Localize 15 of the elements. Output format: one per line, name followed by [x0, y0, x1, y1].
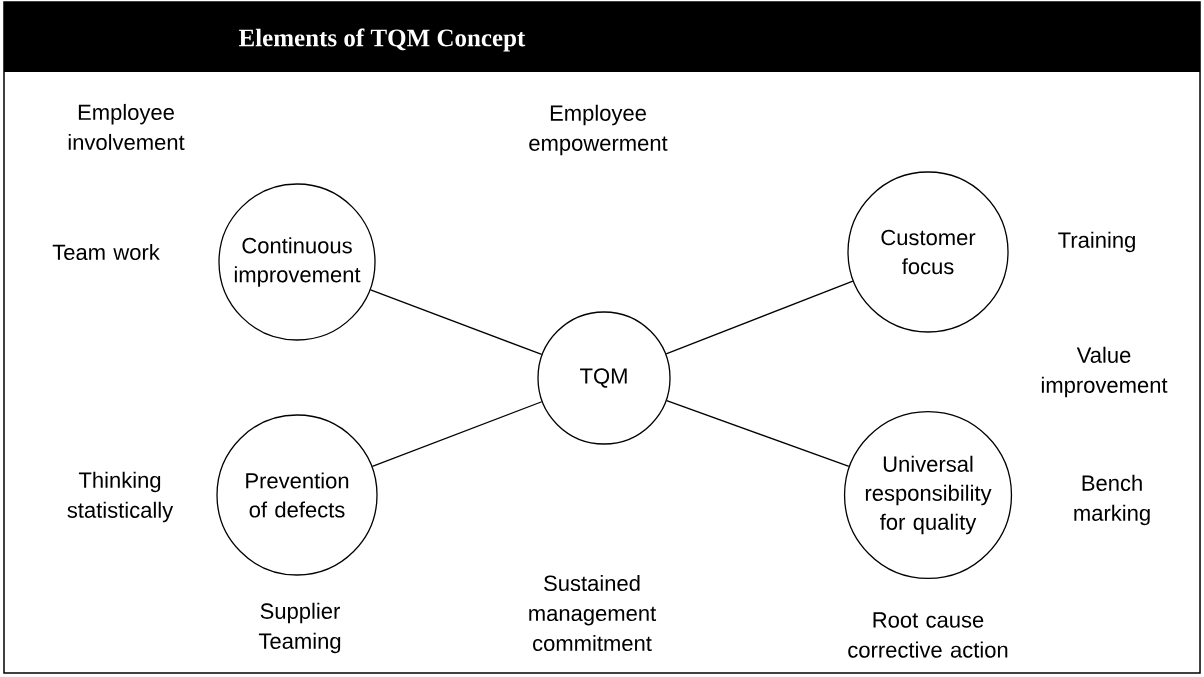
element-label: Employee involvement [68, 103, 185, 151]
element-label: Team work [52, 243, 160, 261]
element-label: Thinking statistically [67, 471, 174, 523]
element-label: Value improvement [1041, 346, 1168, 398]
element-label: Supplier Teaming [258, 602, 341, 654]
connector-line [371, 401, 543, 467]
element-label: Employee empowerment [529, 104, 668, 156]
element-label: Root cause corrective action [848, 612, 1008, 658]
element-label: Sustained management commitment [529, 574, 657, 652]
connector-line [666, 400, 850, 468]
connector-line [665, 280, 854, 355]
element-label: Training [1058, 231, 1135, 253]
element-label: Bench marking [1074, 474, 1150, 526]
title-bar: Elements of TQM Concept [4, 2, 1200, 72]
connector-line [369, 289, 543, 356]
